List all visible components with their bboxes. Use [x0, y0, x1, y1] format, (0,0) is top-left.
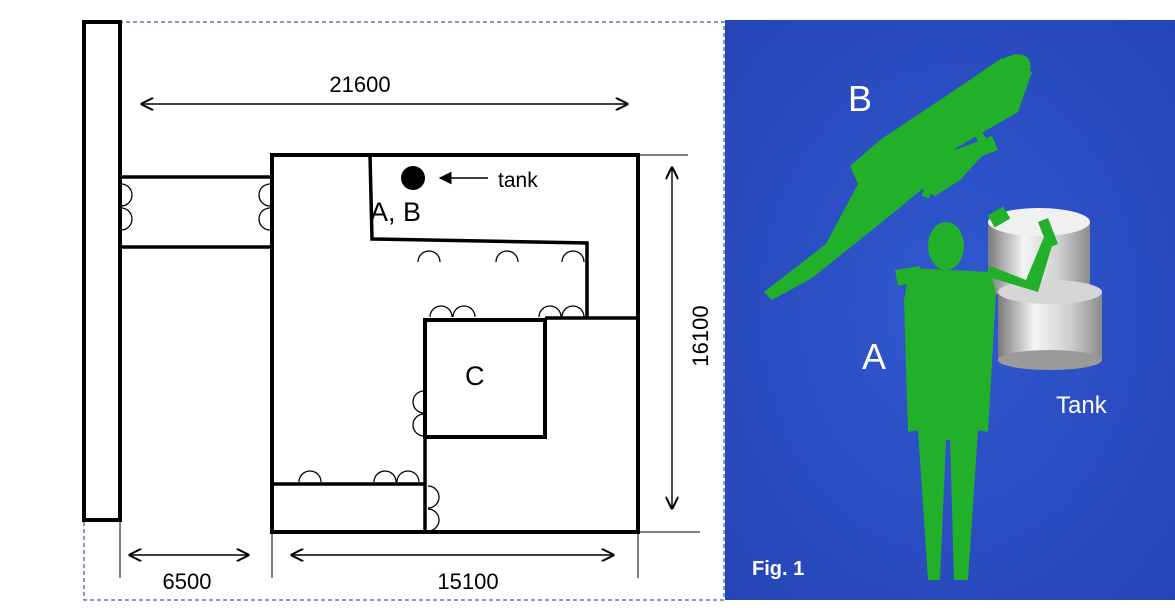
- building-outline: [270, 153, 640, 534]
- door-icon: [396, 470, 420, 483]
- room-ab-label: A, B: [370, 197, 421, 227]
- door-icon: [120, 183, 133, 207]
- tank-marker-label: tank: [498, 169, 538, 192]
- door-symbols: [120, 183, 585, 532]
- room-c-box: [423, 318, 547, 439]
- figure-a-label: A: [862, 336, 886, 377]
- figure-caption: Fig. 1: [752, 558, 804, 580]
- door-icon: [373, 470, 397, 483]
- dim-right-label: 16100: [688, 305, 713, 366]
- door-icon: [258, 183, 271, 207]
- door-icon: [429, 305, 453, 318]
- door-icon: [298, 470, 322, 483]
- tank-dot: [401, 166, 425, 190]
- dashed-frame: [83, 21, 725, 601]
- render-panel: B A Tank Fig. 1: [725, 20, 1175, 600]
- dimension-top: 21600: [142, 72, 627, 104]
- dimension-bottom: 6500 15100: [119, 522, 639, 594]
- room-ab-wall: [368, 154, 589, 318]
- tank-label: Tank: [1056, 392, 1108, 419]
- figure-b-model: [764, 54, 1032, 300]
- left-wall: [82, 20, 122, 522]
- dim-top-label: 21600: [329, 72, 390, 97]
- dim-bottom-right-label: 15100: [437, 569, 498, 594]
- door-icon: [427, 508, 440, 532]
- door-icon: [561, 250, 585, 263]
- dim-bottom-left-label: 6500: [163, 569, 212, 594]
- door-icon: [538, 305, 562, 318]
- floor-plan: tank A, B C: [82, 20, 725, 601]
- door-icon: [561, 305, 585, 318]
- door-icon: [412, 390, 425, 414]
- door-icon: [495, 250, 519, 263]
- door-icon: [427, 485, 440, 509]
- door-icon: [417, 250, 441, 263]
- figure-b-label: B: [848, 78, 872, 119]
- door-icon: [412, 413, 425, 437]
- door-icon: [452, 305, 476, 318]
- door-icon: [120, 207, 133, 231]
- figure-a-model: [895, 206, 1058, 580]
- corridor: [120, 175, 272, 249]
- door-icon: [258, 207, 271, 231]
- dimension-right: 16100: [638, 154, 713, 533]
- room-c-label: C: [465, 361, 485, 391]
